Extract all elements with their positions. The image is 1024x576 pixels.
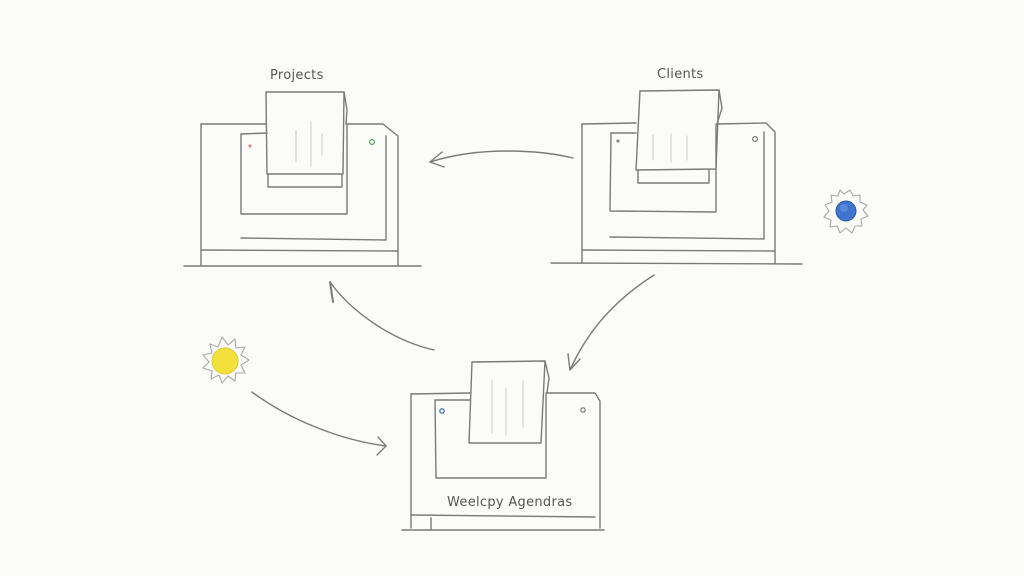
node-label-projects: Projects [270, 68, 324, 83]
green-dot-icon [369, 139, 376, 146]
sun-icon [202, 336, 250, 384]
blue-dot-icon [439, 408, 445, 414]
arrow-sun-to-agendas [251, 391, 387, 456]
gear-icon [823, 189, 869, 234]
weekly-agendas-tray [401, 360, 605, 531]
projects-tray [183, 91, 422, 267]
arrow-clients-to-agendas [567, 274, 655, 371]
left-dot-icon [616, 139, 620, 143]
clients-tray [550, 89, 803, 265]
arrow-agendas-to-projects [329, 281, 435, 351]
red-dot-icon [248, 144, 252, 148]
node-label-clients: Clients [657, 67, 704, 82]
right-dot-icon [580, 407, 586, 413]
arrow-clients-to-projects [429, 150, 574, 168]
node-label-weekly-agendas: Weelcpy Agendras [447, 495, 573, 510]
right-dot-icon [751, 136, 758, 143]
